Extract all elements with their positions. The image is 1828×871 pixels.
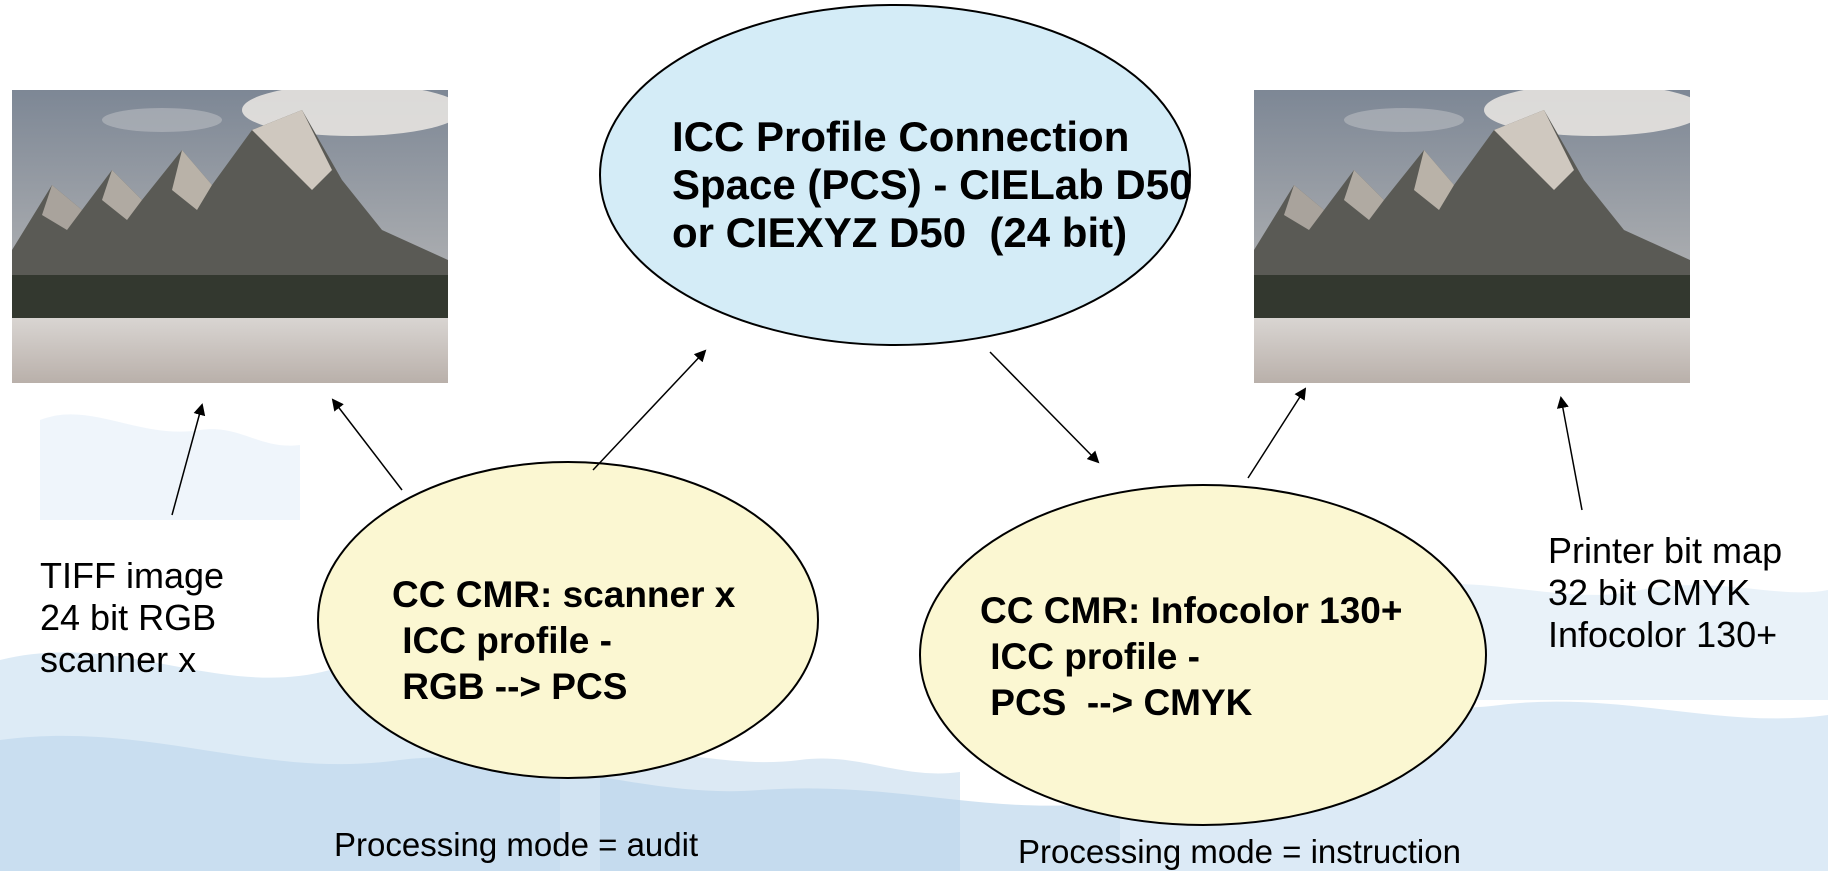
pcs-label: ICC Profile Connection Space (PCS) - CIE…	[672, 113, 1193, 256]
arrow-printer-to-photo	[1247, 387, 1307, 479]
cmr-printer-label: CC CMR: Infocolor 130+ ICC profile - PCS…	[980, 590, 1403, 723]
arrow-bitmap-to-photo	[1556, 396, 1583, 511]
cmr-printer-ellipse	[919, 484, 1487, 826]
processing-mode-instruction: Processing mode = instruction	[1018, 833, 1461, 870]
arrow-scanner-to-pcs	[592, 349, 707, 471]
arrow-tiff-to-photo	[171, 403, 206, 516]
processing-mode-audit: Processing mode = audit	[334, 826, 699, 863]
arrow-pcs-to-printer	[989, 351, 1100, 464]
pcs-ellipse	[599, 4, 1191, 346]
cmr-scanner-label: CC CMR: scanner x ICC profile - RGB --> …	[392, 574, 736, 707]
tiff-image-label: TIFF image 24 bit RGB scanner x	[40, 555, 225, 680]
arrow-scanner-to-photo	[331, 398, 403, 491]
printer-bitmap-label: Printer bit map 32 bit CMYK Infocolor 13…	[1548, 530, 1783, 655]
mountain-photo-left	[12, 90, 448, 383]
cmr-scanner-ellipse	[317, 461, 819, 779]
mountain-photo-right	[1254, 90, 1690, 383]
